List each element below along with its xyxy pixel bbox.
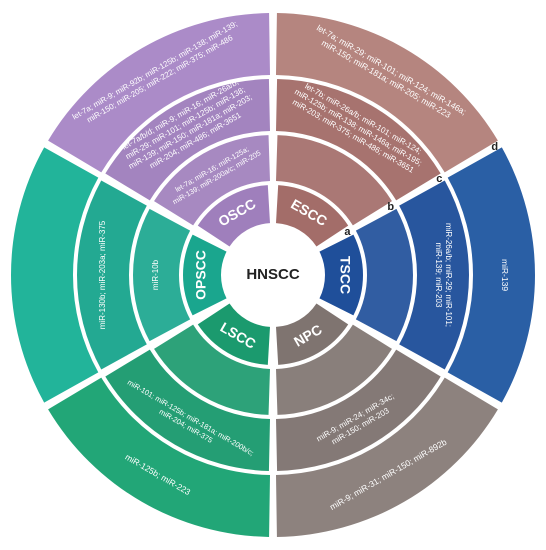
sector-label-tscc: TSCC [337, 256, 353, 294]
ring-letter-a: a [344, 226, 351, 238]
opscc-ring-1 [133, 208, 191, 342]
sector-opscc [11, 147, 227, 403]
npc-ring-1 [275, 324, 392, 415]
oscc-ring-1 [154, 135, 271, 226]
escc-ring-2 [275, 79, 441, 201]
sector-oscc [48, 13, 271, 247]
center-hub: HNSCC [229, 231, 317, 319]
sector-escc [275, 13, 498, 247]
sector-npc [275, 303, 498, 537]
ring-letter-b: b [387, 201, 394, 213]
ring-letter-c: c [436, 173, 442, 185]
oscc-ring-2 [105, 79, 271, 201]
sector-layer [11, 13, 535, 537]
sector-tscc [319, 147, 535, 403]
lscc-ring-1 [154, 324, 271, 415]
ring-letters: a b c d [344, 141, 498, 238]
sector-label-opscc: OPSCC [193, 250, 209, 300]
lscc-ring-2 [105, 349, 271, 471]
ring-letter-d: d [491, 141, 498, 153]
tscc-ring-2-text: miR-26a/b; miR-29; miR-101; [444, 223, 453, 327]
tscc-ring-3 [447, 147, 535, 403]
opscc-ring-2-text: miR-130b; miR-203a; miR-375 [98, 220, 107, 329]
npc-ring-2 [275, 349, 441, 471]
center-circle [229, 231, 317, 319]
oscc-label-band [197, 185, 271, 247]
tscc-ring-1 [355, 208, 414, 342]
escc-label-band [275, 185, 349, 247]
lscc-label-band [197, 303, 271, 365]
opscc-ring-3 [11, 147, 99, 403]
tscc-label-band [319, 234, 363, 316]
npc-ring-3 [275, 377, 498, 537]
lscc-ring-3 [48, 377, 271, 537]
center-label: HNSCC [246, 266, 300, 283]
sector-lscc [48, 303, 271, 537]
opscc-label-band [183, 234, 227, 316]
opscc-ring-2 [76, 180, 147, 370]
tscc-ring-2-text: miR-139; miR-203 [434, 243, 443, 308]
tscc-ring-2 [399, 180, 469, 370]
escc-ring-1 [275, 135, 392, 226]
npc-label-band [275, 303, 349, 365]
oscc-ring-3 [48, 13, 271, 173]
escc-ring-3 [275, 13, 498, 173]
opscc-ring-1-text: miR-10b [151, 259, 160, 290]
tscc-ring-3-text: miR-139 [500, 259, 510, 291]
